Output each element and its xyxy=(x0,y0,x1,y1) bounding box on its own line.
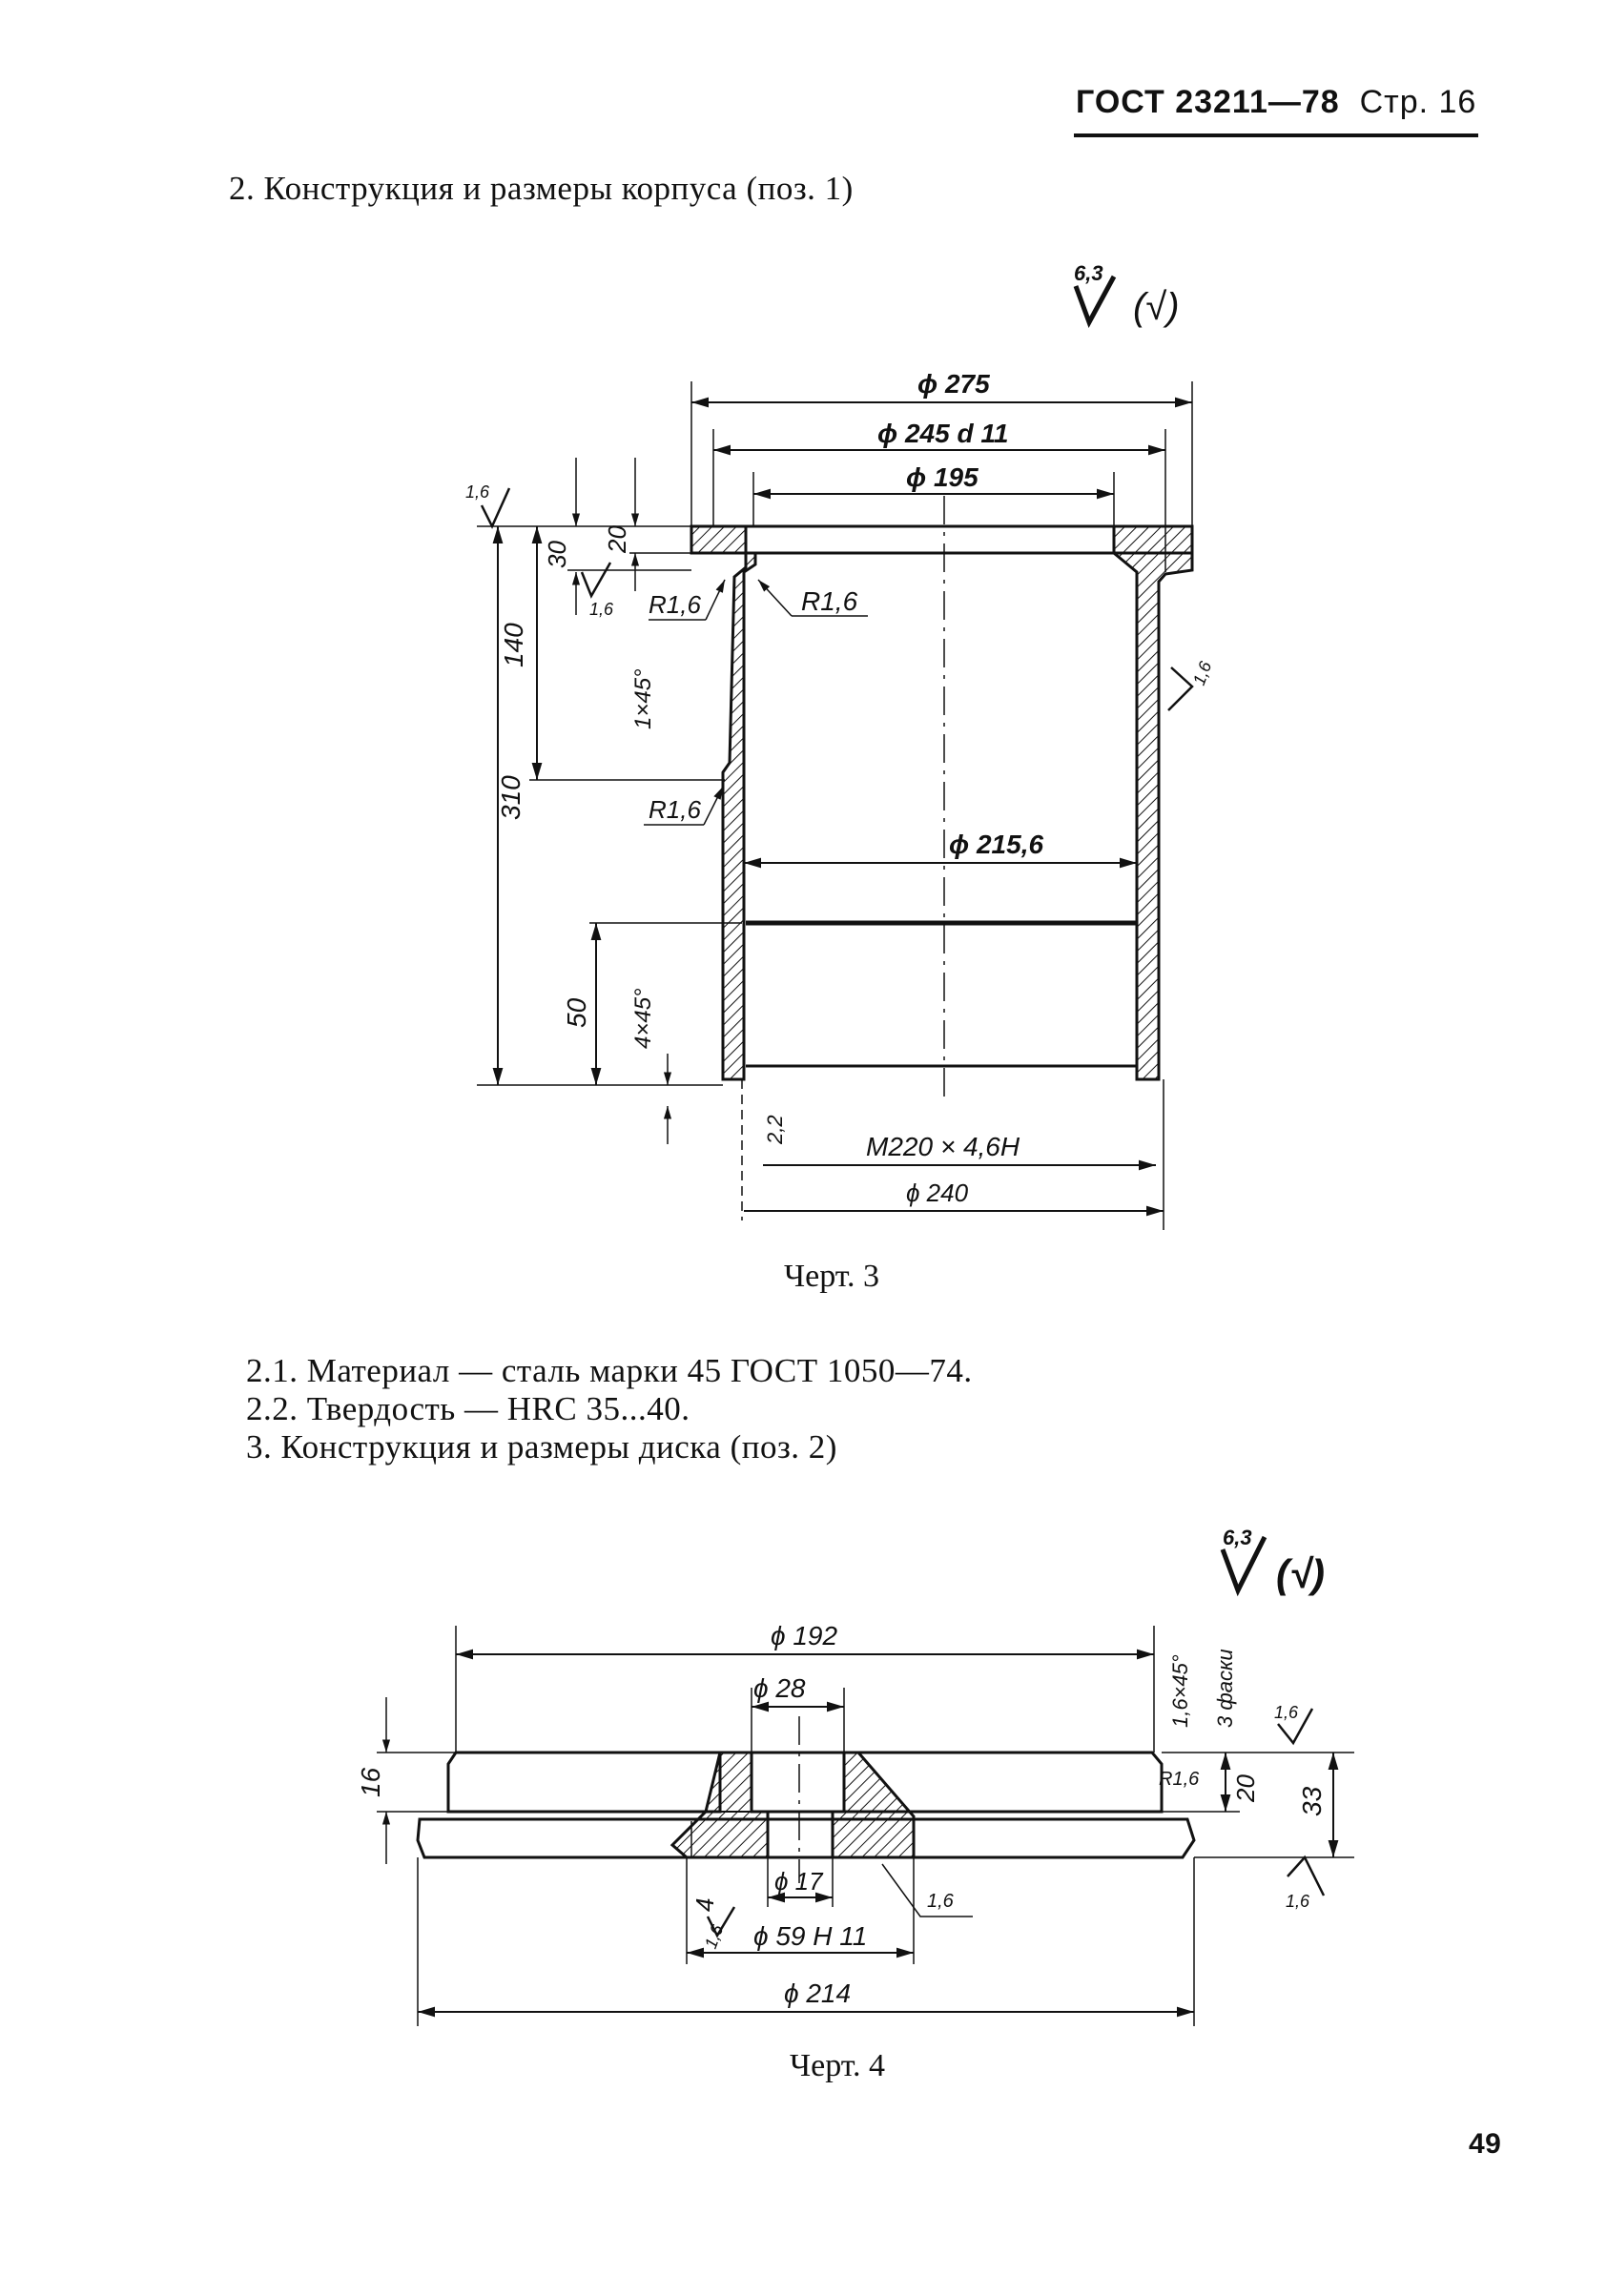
dim-d59: ϕ 59 H 11 xyxy=(753,1921,867,1951)
disc-base xyxy=(416,1817,1196,1859)
roughness-mark-disc-2: 1,6 xyxy=(1286,1855,1326,1911)
dim-d195: ϕ 195 xyxy=(906,462,979,492)
svg-text:1,6: 1,6 xyxy=(1189,658,1216,687)
housing-right-wall xyxy=(1112,524,1194,1081)
dim-d17: ϕ 17 xyxy=(774,1867,824,1896)
radius-r1-6-disc: R1,6 xyxy=(1159,1769,1200,1790)
disc-bore xyxy=(750,1751,846,1814)
section-3-title: 3. Конструкция и размеры диска (поз. 2) xyxy=(246,1428,837,1466)
section-2-2-hardness: 2.2. Твердость — HRC 35...40. xyxy=(246,1390,690,1427)
dim-h4: 4 xyxy=(690,1898,719,1912)
roughness-mark-3: 1,6 xyxy=(1167,658,1216,711)
page-header: ГОСТ 23211—78 Стр. 16 xyxy=(1076,84,1486,121)
dim-chamfer-disc: 1,6×45° xyxy=(1168,1654,1192,1728)
svg-text:6,3: 6,3 xyxy=(1223,1526,1252,1549)
roughness-value-general: 6,3 xyxy=(1074,261,1103,285)
roughness-parenthetical-2: (√) xyxy=(1276,1551,1325,1596)
dim-d245: ϕ 245 d 11 xyxy=(877,419,1008,448)
section-2-1-material: 2.1. Материал — сталь марки 45 ГОСТ 1050… xyxy=(246,1352,973,1389)
figure-4-caption: Черт. 4 xyxy=(790,2048,886,2083)
svg-text:1,6: 1,6 xyxy=(465,482,490,502)
figure-3-caption: Черт. 3 xyxy=(784,1259,880,1294)
housing-left-wall xyxy=(690,524,757,1081)
page-number: 49 xyxy=(1469,2128,1502,2160)
dim-chamfer-4: 4×45° xyxy=(630,988,656,1049)
roughness-symbol-general: 6,3 (√) xyxy=(1073,261,1180,329)
disc-top-flange xyxy=(446,1751,722,1814)
dim-d215-6: ϕ 215,6 xyxy=(949,830,1043,859)
svg-text:1,6: 1,6 xyxy=(927,1891,955,1912)
page-ref: Стр. 16 xyxy=(1359,84,1477,120)
radius-r2: R1,6 xyxy=(801,586,858,616)
dim-d214: ϕ 214 xyxy=(784,1978,851,2008)
dim-h20-disc: 20 xyxy=(1231,1774,1260,1803)
svg-text:1,6: 1,6 xyxy=(589,600,614,619)
dim-d28: ϕ 28 xyxy=(753,1673,806,1703)
roughness-mark-disc-4: 1,6 xyxy=(701,1906,736,1951)
roughness-symbol-general-2: 6,3 (√) xyxy=(1220,1526,1325,1597)
header-rule xyxy=(1074,133,1478,137)
roughness-mark-1: 1,6 xyxy=(465,482,511,529)
roughness-parenthetical: (√) xyxy=(1133,286,1180,328)
radius-r1: R1,6 xyxy=(649,590,701,619)
dim-chamfer-1: 1×45° xyxy=(630,668,656,729)
standard-number: ГОСТ 23211—78 xyxy=(1076,84,1340,120)
dim-h20: 20 xyxy=(603,525,631,554)
dim-2-2: 2,2 xyxy=(763,1115,787,1145)
dim-d240: ϕ 240 xyxy=(906,1179,969,1207)
drawing-3-housing: 6,3 (√) ϕ 275 ϕ 245 d 11 ϕ 195 ϕ 215,6 M… xyxy=(465,261,1216,1230)
dim-h310: 310 xyxy=(496,775,525,820)
dim-h16: 16 xyxy=(356,1767,385,1797)
roughness-mark-2: 1,6 xyxy=(580,562,614,619)
svg-text:1,6: 1,6 xyxy=(1286,1892,1310,1911)
dim-h50: 50 xyxy=(562,997,591,1028)
dim-d275: ϕ 275 xyxy=(917,369,990,399)
section-2-title: 2. Конструкция и размеры корпуса (поз. 1… xyxy=(229,170,854,207)
dim-thread: M220 × 4,6H xyxy=(866,1132,1020,1161)
disc-hub-left xyxy=(670,1751,770,1859)
dim-h30: 30 xyxy=(543,541,571,568)
svg-text:1,6: 1,6 xyxy=(1274,1703,1299,1722)
dim-chamfer-count: 3 фаски xyxy=(1213,1649,1237,1728)
radius-r3: R1,6 xyxy=(649,795,701,824)
drawing-4-disc: 6,3 (√) ϕ 192 ϕ 28 ϕ 17 ϕ 59 H 11 ϕ 21 xyxy=(356,1526,1354,2026)
dim-d192: ϕ 192 xyxy=(771,1621,837,1650)
dim-h33: 33 xyxy=(1297,1786,1327,1816)
roughness-mark-disc-1: 1,6 xyxy=(1274,1703,1314,1746)
dim-h140: 140 xyxy=(499,623,528,667)
roughness-mark-disc-3: 1,6 xyxy=(881,1863,973,1917)
